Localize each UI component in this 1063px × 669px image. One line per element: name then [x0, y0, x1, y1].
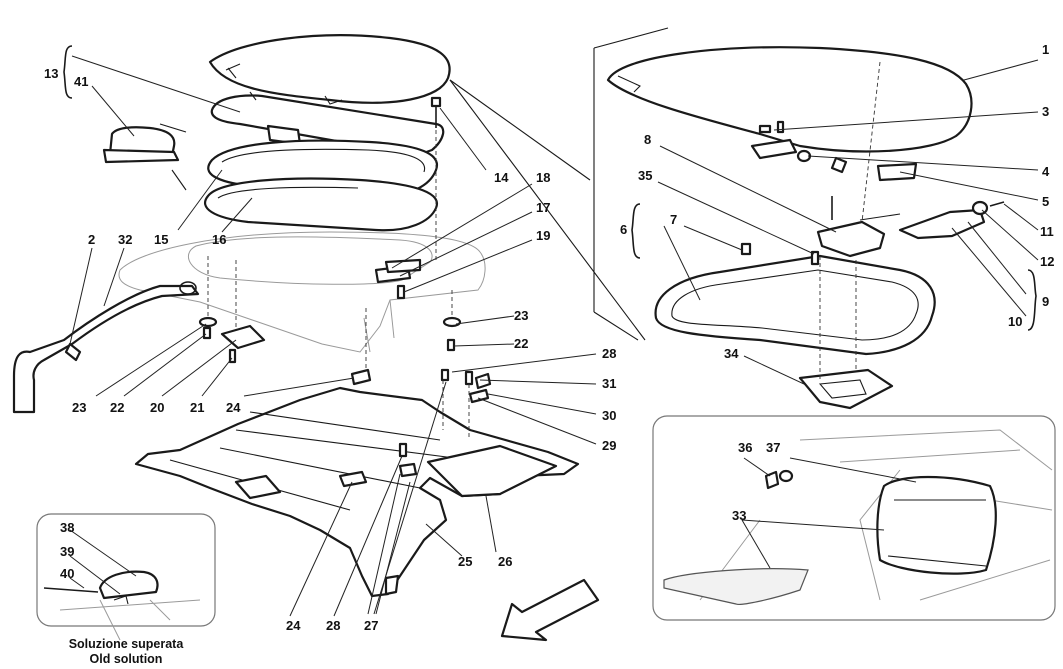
label-11: 11 [1040, 224, 1054, 239]
hinge-brackets [750, 120, 918, 182]
label-32: 32 [118, 232, 132, 247]
label-13: 13 [44, 66, 58, 81]
alignment-dashes-left [207, 130, 453, 368]
part-number-labels: 13 41 14 15 16 18 17 19 2 32 23 22 20 21… [44, 42, 1054, 633]
inset-caption: Soluzione superata Old solution [69, 637, 185, 666]
label-24-lower: 24 [286, 618, 301, 633]
label-31: 31 [602, 376, 616, 391]
view-divider-lines [449, 27, 669, 341]
label-26: 26 [498, 554, 512, 569]
label-36: 36 [738, 440, 752, 455]
label-28-lower: 28 [326, 618, 340, 633]
label-8: 8 [644, 132, 651, 147]
drain-hose-rail [12, 281, 200, 414]
inset-old-solution [36, 513, 216, 641]
alignment-dashes-right [819, 61, 881, 380]
label-29: 29 [602, 438, 616, 453]
clips-left [198, 316, 372, 386]
label-27: 27 [364, 618, 378, 633]
label-15: 15 [154, 232, 168, 247]
label-38: 38 [60, 520, 74, 535]
label-1: 1 [1042, 42, 1049, 57]
label-10: 10 [1008, 314, 1022, 329]
inset-car-interior [652, 415, 1056, 621]
label-23-left: 23 [72, 400, 86, 415]
label-37: 37 [766, 440, 780, 455]
label-40: 40 [60, 566, 74, 581]
label-18: 18 [536, 170, 550, 185]
label-24-upper: 24 [226, 400, 241, 415]
label-22-right: 22 [514, 336, 528, 351]
sunroof-seals [204, 139, 439, 232]
label-2: 2 [88, 232, 95, 247]
brace-symbols [63, 45, 1037, 331]
part-41-pad [102, 123, 187, 191]
label-12: 12 [1040, 254, 1054, 269]
label-33: 33 [732, 508, 746, 523]
label-3: 3 [1042, 104, 1049, 119]
label-6: 6 [620, 222, 627, 237]
label-30: 30 [602, 408, 616, 423]
direction-arrow-icon [500, 578, 600, 642]
fasteners-28-31 [398, 368, 492, 458]
roof-cover-panel-right [606, 46, 973, 153]
sunroof-tray-frame [654, 242, 936, 410]
label-39: 39 [60, 544, 74, 559]
label-4: 4 [1042, 164, 1050, 179]
leader-lines [69, 55, 1039, 617]
label-35: 35 [638, 168, 652, 183]
label-16: 16 [212, 232, 226, 247]
label-34: 34 [724, 346, 739, 361]
label-17: 17 [536, 200, 550, 215]
label-7: 7 [670, 212, 677, 227]
label-25: 25 [458, 554, 472, 569]
label-41: 41 [74, 74, 88, 89]
caption-italian: Soluzione superata [69, 637, 185, 651]
sunroof-motor-mechanism [816, 196, 1005, 258]
label-28-upper: 28 [602, 346, 616, 361]
label-14: 14 [494, 170, 509, 185]
label-5: 5 [1042, 194, 1049, 209]
label-9: 9 [1042, 294, 1049, 309]
label-22-left: 22 [110, 400, 124, 415]
label-21: 21 [190, 400, 204, 415]
caption-english: Old solution [90, 652, 163, 666]
headliner-panel [134, 386, 580, 598]
label-19: 19 [536, 228, 550, 243]
roof-cover-panel-left [208, 34, 451, 105]
label-23-right: 23 [514, 308, 528, 323]
label-20: 20 [150, 400, 164, 415]
